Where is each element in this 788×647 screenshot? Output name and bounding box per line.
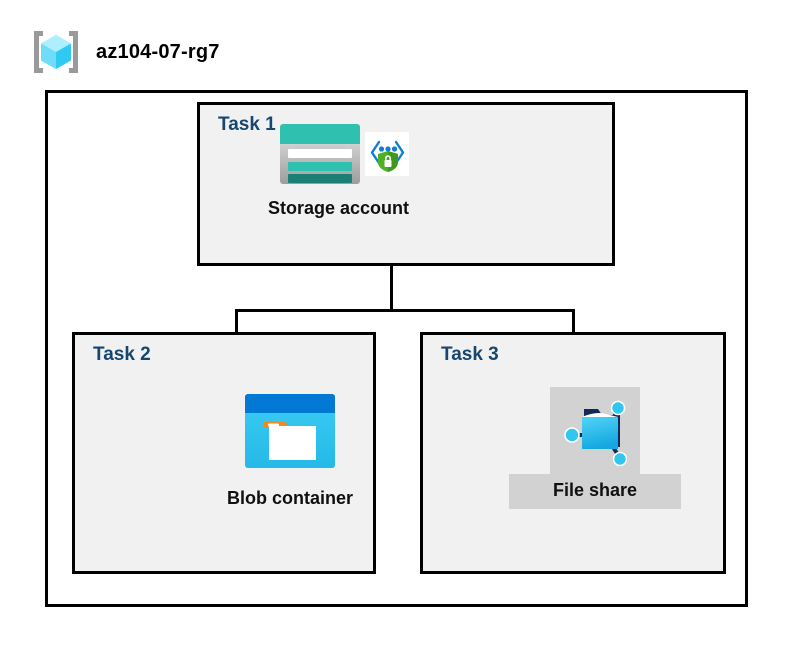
- file-share-icon: [556, 391, 634, 472]
- storage-account-icon-row: [279, 123, 409, 190]
- task-3-label: Task 3: [441, 344, 499, 365]
- task-1-panel: Task 1: [197, 102, 615, 266]
- task-2-label: Task 2: [93, 344, 151, 365]
- blob-container-icon: [244, 393, 336, 474]
- private-endpoint-shield-icon: [365, 132, 409, 181]
- file-share-caption: File share: [553, 480, 638, 500]
- connector-horizontal-bus: [235, 309, 575, 312]
- task-2-panel: Task 2: [72, 332, 376, 574]
- resource-group-icon: [30, 28, 82, 76]
- task-1-label: Task 1: [218, 114, 276, 135]
- resource-group-name: az104-07-rg7: [96, 40, 220, 63]
- file-share-highlight-box: [550, 387, 641, 474]
- blob-container-node: Blob container: [227, 393, 353, 509]
- file-share-caption-highlight: File share: [509, 474, 682, 509]
- connector-storage-stem: [390, 265, 393, 312]
- storage-account-caption: Storage account: [267, 198, 409, 218]
- blob-container-caption: Blob container: [227, 488, 354, 508]
- file-share-node: File share: [509, 387, 682, 509]
- task-3-panel: Task 3: [420, 332, 726, 574]
- storage-account-icon: [279, 123, 361, 190]
- resource-group-header: az104-07-rg7: [30, 28, 220, 76]
